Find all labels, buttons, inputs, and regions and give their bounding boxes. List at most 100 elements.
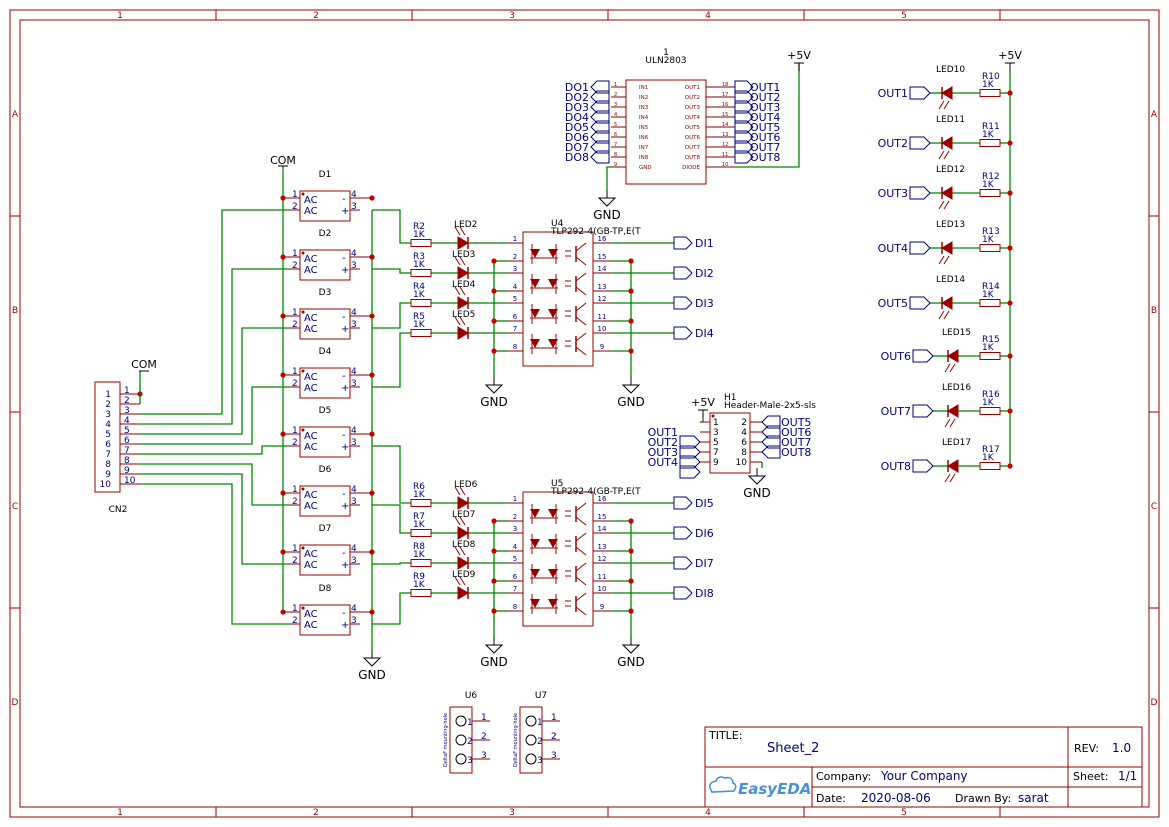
bridge-pin-num: 2 <box>292 438 298 448</box>
bridge-pin-num: 1 <box>292 485 298 495</box>
bridge-plus: + <box>341 501 349 512</box>
opto-pin-num: 7 <box>513 325 517 333</box>
resistor-name: R7 <box>413 512 425 522</box>
cn2-pin-num: 3 <box>124 406 130 416</box>
cn2-ac-wire <box>140 483 290 625</box>
bridge-minus: - <box>342 489 346 500</box>
resistor-name: R15 <box>982 335 1000 345</box>
resistor-icon <box>410 499 432 507</box>
led-arrows <box>938 255 950 265</box>
uln-pin-name: IN8 <box>639 155 649 161</box>
led-name: LED17 <box>942 438 971 448</box>
led-name: LED12 <box>936 165 965 175</box>
net-label: OUT1 <box>648 426 678 439</box>
bridge-rectifier <box>299 308 351 340</box>
bridge-ac: AC <box>304 620 318 631</box>
opto-pin-num: 14 <box>598 265 607 273</box>
gnd-label: GND <box>743 486 771 500</box>
led-name: LED8 <box>452 540 476 550</box>
opto-pin-num: 11 <box>598 313 607 321</box>
bridge-pin-num: 3 <box>351 497 357 507</box>
row-label: C <box>12 502 18 512</box>
junction <box>491 258 497 264</box>
cn2-pin-num: 5 <box>105 430 111 440</box>
uln-pin-name: IN1 <box>639 85 648 91</box>
net-label: OUT8 <box>881 460 911 473</box>
cn2-pin-num: 7 <box>105 450 111 460</box>
column-label: 5 <box>901 808 907 818</box>
cn2-ac-wire <box>140 327 290 435</box>
net-label: DI2 <box>695 267 714 280</box>
junction <box>491 608 497 614</box>
junction <box>628 578 634 584</box>
uln-pin-num: 16 <box>722 102 728 108</box>
header-name: H1 <box>724 393 737 403</box>
cn2-ac-wire <box>140 268 290 425</box>
uln-pin-num: 18 <box>722 82 728 88</box>
net-label: OUT3 <box>648 446 678 459</box>
mount-side-text: DeltaF mounting-hole <box>443 713 449 767</box>
pin1-marker <box>301 369 305 373</box>
bridge-pin-num: 4 <box>351 485 357 495</box>
netflag-icon <box>909 296 931 310</box>
bridge-out-wire <box>372 562 411 565</box>
title-label: TITLE: <box>708 729 742 742</box>
bridge-ac: AC <box>304 431 318 442</box>
bridge-minus: - <box>342 253 346 264</box>
opto-pin-num: 1 <box>513 495 517 503</box>
junction <box>628 258 634 264</box>
mount-pin-num: 3 <box>481 751 487 761</box>
vcc-label: +5V <box>998 49 1022 62</box>
opto-pin-num: 5 <box>513 295 517 303</box>
bridge-pin-num: 1 <box>292 604 298 614</box>
bridge-pin-num: 3 <box>351 379 357 389</box>
mount-name: U7 <box>535 691 547 701</box>
cn2-pin-num: 10 <box>124 476 136 486</box>
gnd-icon <box>484 644 504 654</box>
opto-pin-num: 5 <box>513 555 517 563</box>
bridge-ac: AC <box>304 313 318 324</box>
bridge-pin-num: 3 <box>351 616 357 626</box>
pin1-marker <box>711 414 715 418</box>
phototransistor <box>575 332 587 356</box>
bridge-plus: + <box>341 620 349 631</box>
mount-side-text: DeltaF mounting-hole <box>513 713 519 767</box>
bridge-minus: - <box>342 371 346 382</box>
resistor-icon <box>410 269 432 277</box>
net-label: OUT4 <box>648 456 678 469</box>
resistor-value: 1K <box>982 290 995 300</box>
bridge-rectifier <box>299 426 351 458</box>
resistor-value: 1K <box>982 130 995 140</box>
net-label: OUT2 <box>750 91 780 104</box>
bridge-pin-num: 1 <box>292 249 298 259</box>
phototransistor <box>575 562 587 586</box>
junction <box>1007 245 1013 251</box>
led-name: LED3 <box>452 250 475 260</box>
column-label: 2 <box>313 11 319 21</box>
junction <box>491 578 497 584</box>
led-arrows <box>454 516 466 526</box>
led-name: LED2 <box>454 220 477 230</box>
netflag-icon <box>761 445 781 459</box>
led-arrows <box>454 286 466 296</box>
cn2-pin-num: 9 <box>124 466 130 476</box>
resistor-name: R14 <box>982 282 1000 292</box>
gnd-label: GND <box>617 655 645 669</box>
uln-pin-name: OUT3 <box>685 105 701 111</box>
mount-hole-icon <box>525 734 537 746</box>
net-label: OUT5 <box>750 121 780 134</box>
mount-hole-icon <box>455 753 467 765</box>
gnd-label: GND <box>480 395 508 409</box>
netflag-icon <box>909 86 931 100</box>
bridge-pin-num: 3 <box>351 320 357 330</box>
netflag-icon <box>909 186 931 200</box>
header-body <box>709 412 751 474</box>
opto-part: TLP292-4(GB-TP,E(T <box>550 487 641 497</box>
net-label: OUT1 <box>750 81 780 94</box>
led-name: LED6 <box>454 480 478 490</box>
net-label: OUT7 <box>750 141 780 154</box>
led-arrows <box>454 226 466 236</box>
uln-pin-name: OUT2 <box>685 95 700 101</box>
cn2-pin-num: 5 <box>124 426 130 436</box>
opto-pin-num: 6 <box>513 573 518 581</box>
